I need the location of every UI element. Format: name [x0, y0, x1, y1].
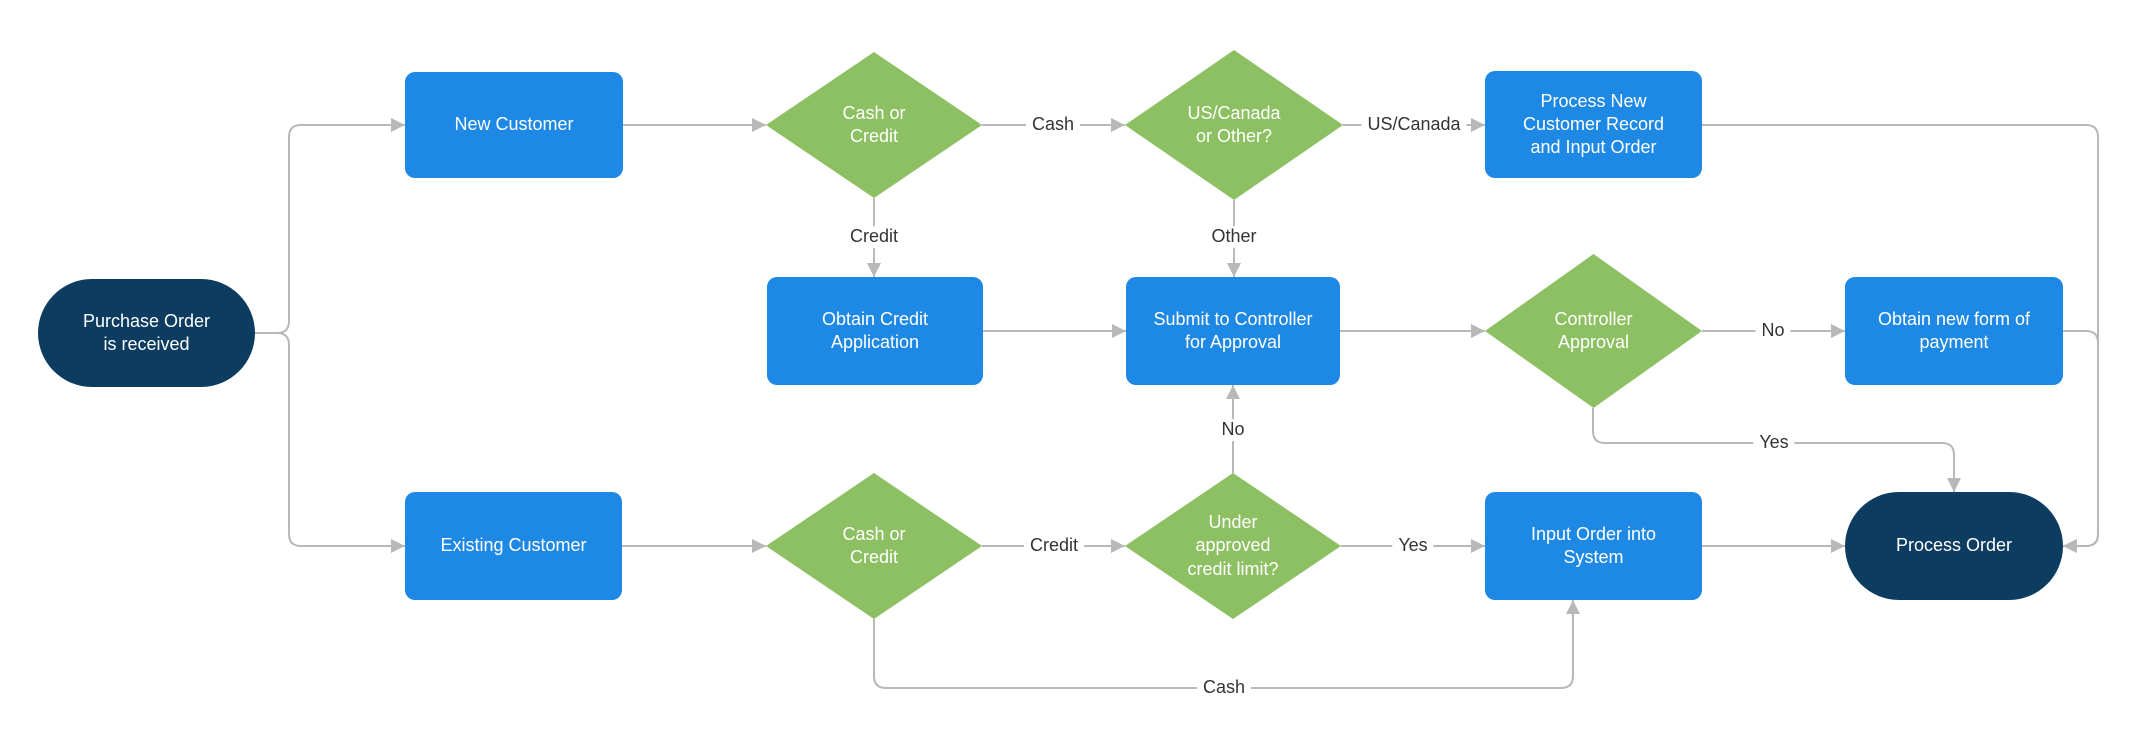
node-label-obtain-credit-application: Obtain Credit Application — [821, 308, 929, 352]
node-input-order-into-system: Input Order into System — [1485, 492, 1702, 600]
edge-label-controller-approval-to-process-order: Yes — [1753, 432, 1795, 454]
node-label-under-approved-credit-limit: Under approved credit limit? — [1187, 512, 1279, 579]
edge-label-us-canada-to-submit-to-controller: Other — [1205, 226, 1263, 248]
node-label-cash-or-credit-existing: Cash or Credit — [842, 523, 906, 567]
node-new-customer: New Customer — [405, 72, 623, 178]
node-process-order: Process Order — [1845, 492, 2063, 600]
node-label-purchase-order-received: Purchase Order is received — [82, 310, 211, 354]
edge-label-under-approved-credit-limit-to-input-order-into-system: Yes — [1392, 535, 1434, 557]
node-submit-to-controller: Submit to Controller for Approval — [1126, 277, 1340, 385]
edge-label-under-approved-credit-limit-to-submit-to-controller: No — [1215, 419, 1251, 441]
node-label-controller-approval: Controller Approval — [1554, 308, 1633, 352]
node-purchase-order-received: Purchase Order is received — [38, 279, 255, 387]
edge-label-cash-or-credit-to-under-approved-credit-limit: Credit — [1023, 535, 1085, 557]
node-label-new-customer: New Customer — [454, 114, 574, 135]
edge-label-controller-approval-to-obtain-new-form-of-payment: No — [1755, 320, 1791, 342]
node-label-process-order: Process Order — [1895, 535, 2013, 556]
edge-start-to-new-customer — [255, 118, 405, 334]
node-label-existing-customer: Existing Customer — [440, 535, 587, 556]
edge-label-us-canada-to-process-new-customer-record: US/Canada — [1361, 114, 1467, 136]
node-obtain-new-form-of-payment: Obtain new form of payment — [1845, 277, 2063, 385]
edge-obtain-new-form-of-payment-to-process-order — [2063, 330, 2099, 553]
node-process-new-customer-record: Process New Customer Record and Input Or… — [1485, 71, 1702, 178]
node-label-us-canada-or-other: US/Canada or Other? — [1187, 102, 1281, 146]
edge-label-cash-or-credit-to-input-order-into-system: Cash — [1196, 677, 1252, 699]
node-label-submit-to-controller: Submit to Controller for Approval — [1153, 308, 1313, 352]
edge-start-to-existing-customer — [255, 332, 405, 553]
edge-label-cash-or-credit-to-obtain-credit-application: Credit — [843, 226, 905, 248]
edge-cash-or-credit-to-input-order-into-system — [873, 600, 1580, 689]
node-existing-customer: Existing Customer — [405, 492, 622, 600]
node-obtain-credit-application: Obtain Credit Application — [767, 277, 983, 385]
node-label-obtain-new-form-of-payment: Obtain new form of payment — [1877, 308, 2031, 352]
node-label-process-new-customer-record: Process New Customer Record and Input Or… — [1522, 90, 1665, 158]
edge-label-cash-or-credit-to-us-canada: Cash — [1025, 114, 1081, 136]
node-label-cash-or-credit-new: Cash or Credit — [842, 102, 906, 146]
node-label-input-order-into-system: Input Order into System — [1530, 523, 1657, 567]
